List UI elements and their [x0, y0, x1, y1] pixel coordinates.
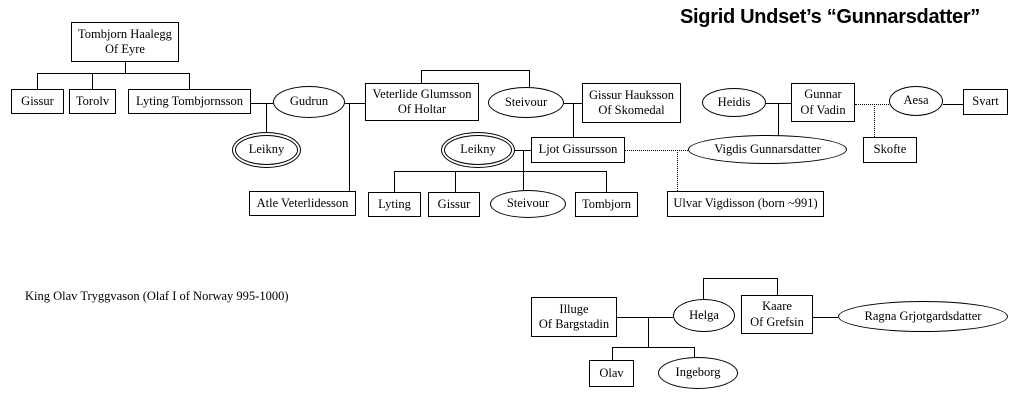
- node-label: Ingeborg: [675, 365, 721, 380]
- node-heidis: Heidis: [702, 88, 766, 117]
- connector-solid-line: [612, 347, 694, 348]
- connector-solid-line: [92, 73, 93, 89]
- connector-solid-line: [703, 278, 777, 279]
- node-label: Atle Veterlidesson: [256, 195, 349, 210]
- node-label: Ragna Grjotgardsdatter: [864, 308, 982, 323]
- connector-solid-line: [421, 70, 529, 71]
- node-steivour-1: Steivour: [488, 87, 564, 118]
- connector-solid-line: [703, 278, 704, 300]
- connector-solid-line: [529, 70, 530, 88]
- connector-solid-line: [421, 70, 422, 83]
- node-label: Ulvar Vigdisson (born ~991): [673, 196, 818, 211]
- node-vigdis-gunnarsdatter: Vigdis Gunnarsdatter: [688, 135, 847, 164]
- connector-solid-line: [266, 103, 267, 133]
- node-atle-veterlidesson: Atle Veterlidesson: [249, 191, 356, 216]
- king-olav-note: King Olav Tryggvason (Olaf I of Norway 9…: [25, 289, 289, 303]
- node-aesa: Aesa: [889, 86, 943, 116]
- node-tombjorn-2: Tombjorn: [575, 192, 638, 217]
- connector-solid-line: [349, 103, 350, 191]
- connector-solid-line: [189, 73, 190, 89]
- node-label: Gudrun: [289, 94, 329, 109]
- node-label: Heidis: [717, 94, 751, 109]
- connector-dotted-line: [677, 150, 678, 191]
- node-label: Helga: [689, 307, 719, 322]
- connector-dotted-line: [625, 150, 688, 151]
- node-label: Leikny: [248, 142, 285, 157]
- node-svart: Svart: [963, 89, 1008, 115]
- connector-solid-line: [394, 171, 395, 192]
- node-ragna-grjotgardsdatter: Ragna Grjotgardsdatter: [838, 301, 1008, 332]
- connector-solid-line: [606, 171, 607, 192]
- node-olav: Olav: [589, 360, 634, 387]
- node-gissur-2: Gissur: [428, 192, 480, 217]
- node-label: Skofte: [873, 142, 907, 157]
- node-skofte: Skofte: [863, 137, 917, 163]
- node-lyting-2: Lyting: [368, 192, 421, 217]
- node-helga: Helga: [673, 299, 735, 332]
- node-gissur-1: Gissur: [11, 89, 64, 114]
- node-label: Vigdis Gunnarsdatter: [714, 141, 821, 156]
- connector-solid-line: [612, 347, 613, 360]
- node-label: Steivour: [506, 196, 550, 211]
- node-label: Gissur: [21, 93, 54, 108]
- node-label: Gissur: [437, 196, 471, 211]
- node-label: Olav: [599, 365, 624, 380]
- node-ulvar-vigdisson: Ulvar Vigdisson (born ~991): [667, 191, 824, 217]
- node-label: Lyting Tombjornsson: [136, 93, 243, 108]
- node-gudrun: Gudrun: [273, 86, 345, 118]
- node-label: Ljot Gissursson: [538, 142, 618, 157]
- connector-solid-line: [777, 278, 778, 295]
- connector-solid-line: [455, 171, 456, 192]
- connector-solid-line: [125, 62, 126, 73]
- connector-solid-line: [813, 317, 838, 318]
- connector-solid-line: [778, 103, 779, 138]
- node-label: Leikny: [460, 142, 496, 157]
- connector-solid-line: [523, 150, 524, 171]
- node-label: Torolv: [75, 93, 110, 108]
- node-torolv: Torolv: [69, 89, 116, 114]
- node-label: Svart: [972, 94, 999, 109]
- connector-solid-line: [251, 103, 273, 104]
- node-label: Steivour: [504, 94, 548, 109]
- node-ingeborg: Ingeborg: [658, 357, 738, 389]
- connector-solid-line: [394, 171, 606, 172]
- connector-solid-line: [617, 317, 673, 318]
- connector-dotted-line: [855, 104, 889, 105]
- node-leikny-2: Leikny: [441, 132, 515, 168]
- connector-dotted-line: [874, 104, 875, 137]
- connector-solid-line: [694, 347, 695, 361]
- connector-solid-line: [943, 104, 963, 105]
- node-label: Aesa: [903, 93, 929, 108]
- connector-solid-line: [648, 317, 649, 347]
- connector-solid-line: [37, 73, 38, 89]
- node-ljot-gissursson: Ljot Gissursson: [531, 137, 625, 163]
- connector-solid-line: [345, 103, 365, 104]
- connector-solid-line: [523, 171, 524, 195]
- node-label: Tombjorn: [581, 196, 632, 211]
- node-steivour-2: Steivour: [490, 190, 566, 218]
- diagram-title: Sigrid Undset’s “Gunnarsdatter”: [680, 6, 981, 28]
- connector-solid-line: [573, 103, 574, 137]
- node-label: Lyting: [378, 196, 411, 211]
- connector-solid-line: [37, 73, 189, 74]
- node-leikny-1: Leikny: [232, 132, 301, 168]
- node-lyting-tombjornsson: Lyting Tombjornsson: [128, 89, 251, 114]
